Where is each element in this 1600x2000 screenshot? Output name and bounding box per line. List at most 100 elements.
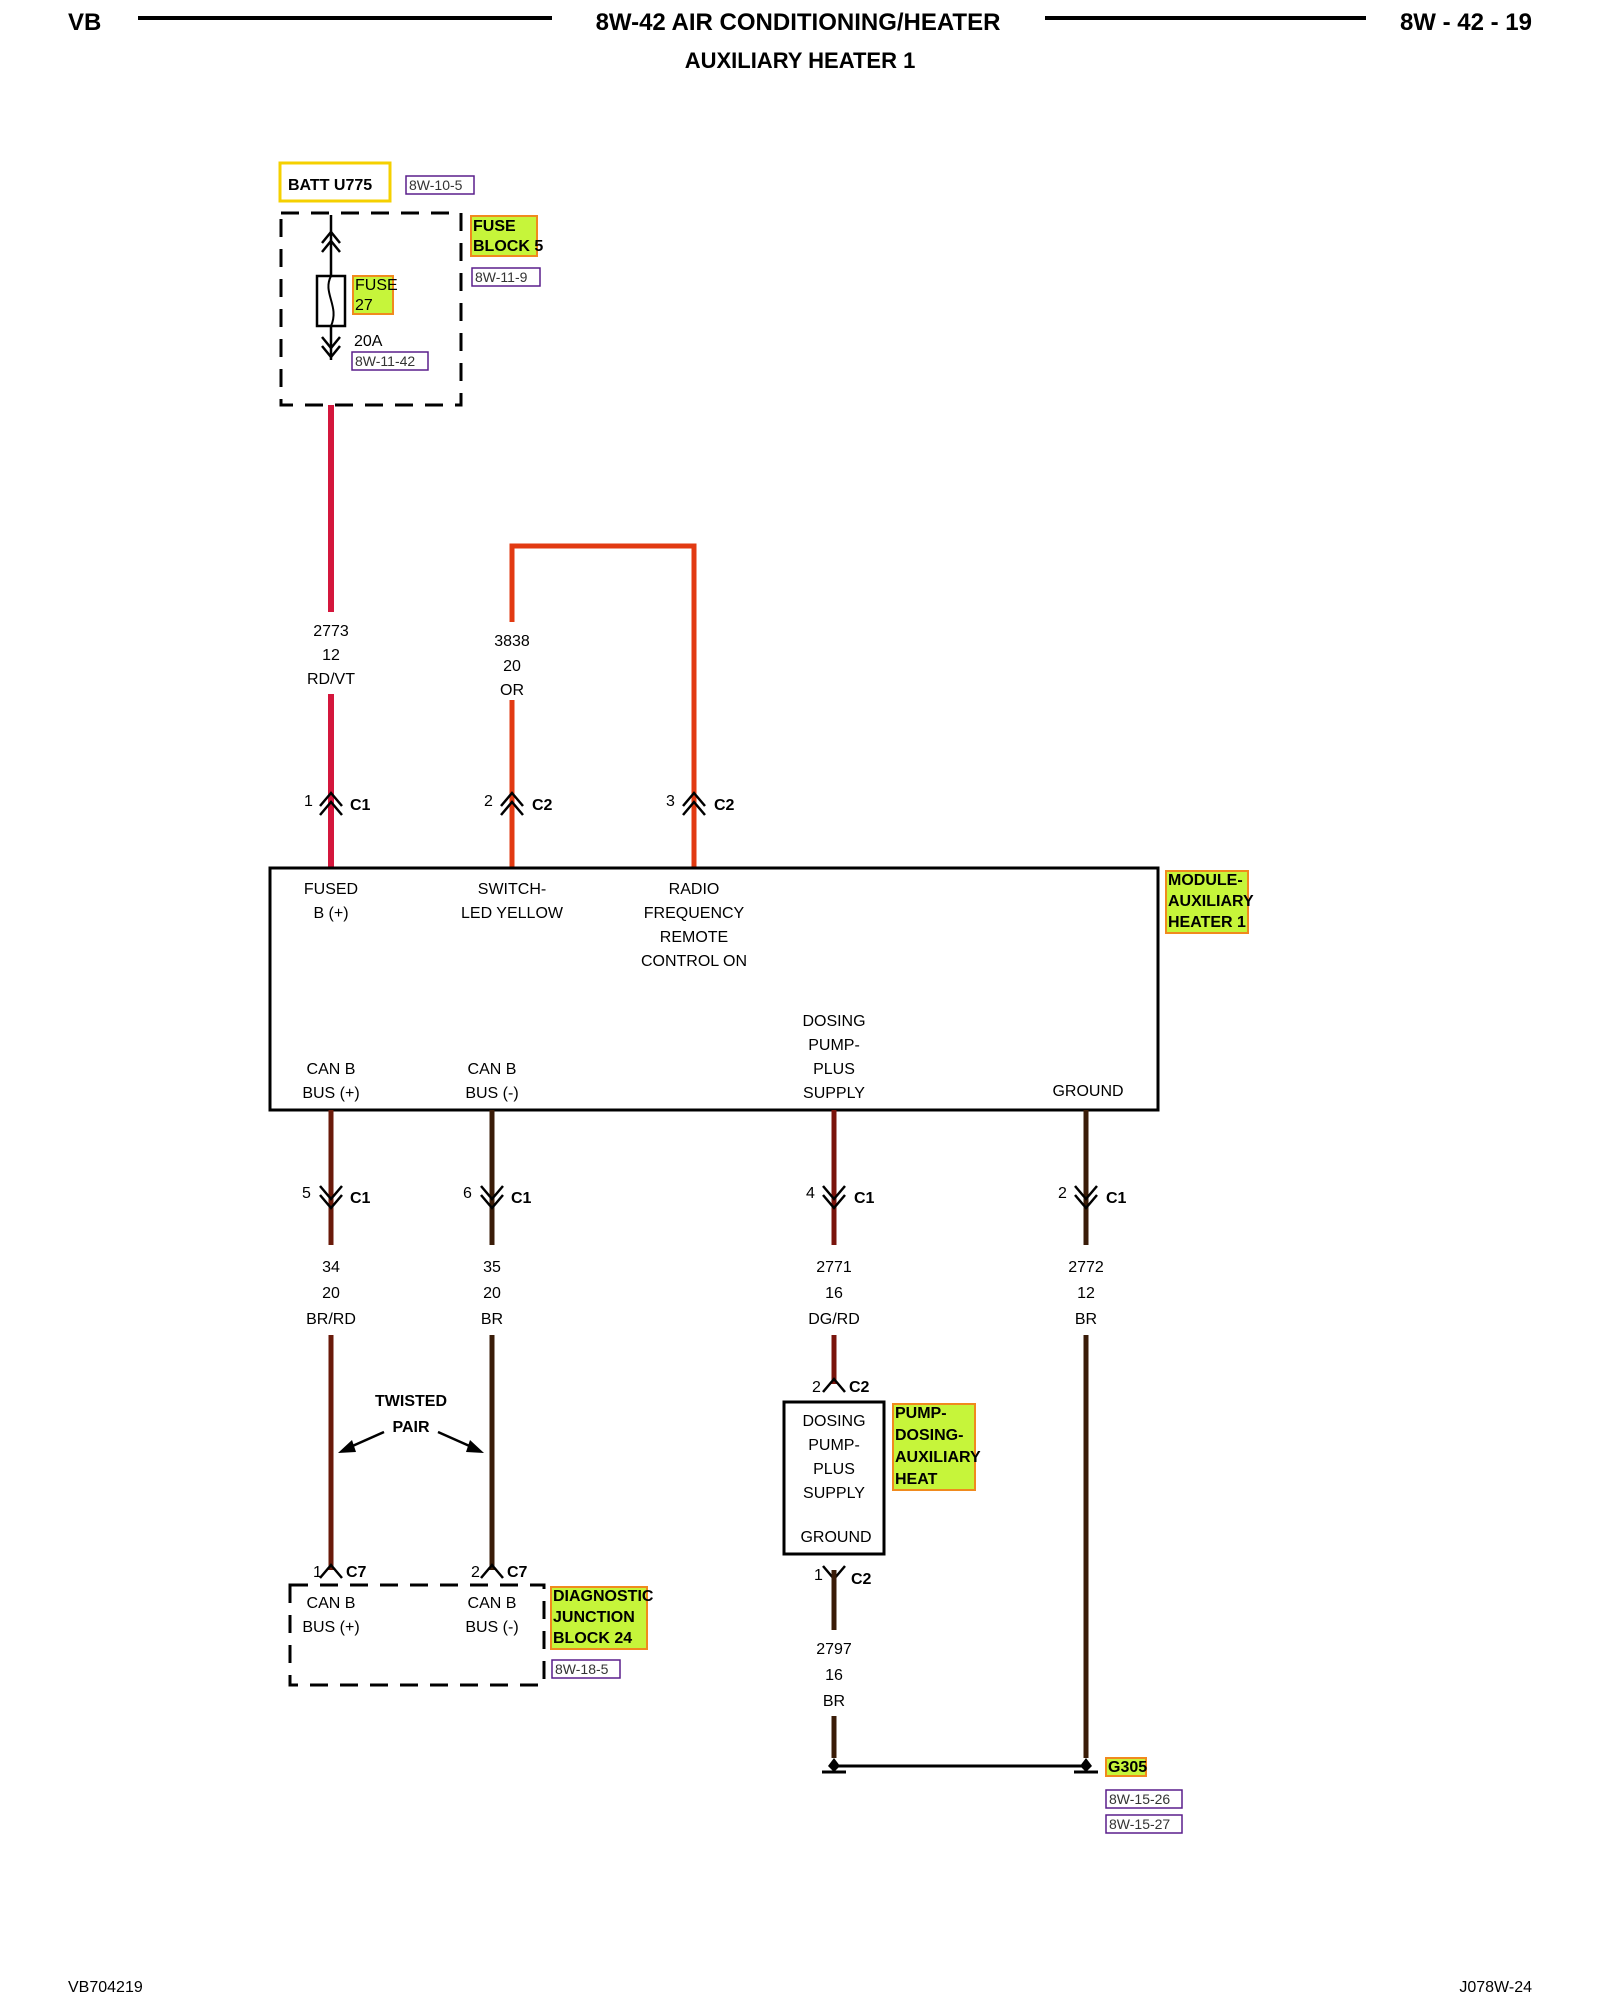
pump-name-3: AUXILIARY: [895, 1449, 981, 1466]
conn-top-1-icon: [319, 791, 343, 807]
pump-name-4: HEAT: [895, 1471, 938, 1488]
fuse-element-icon: [327, 275, 335, 327]
conn-bot-6-icon-b: [480, 1194, 504, 1210]
module-pin-fused-2: B (+): [313, 905, 348, 922]
wire-2772-gauge: 12: [1077, 1285, 1095, 1302]
conn-top-1-pin: 1: [304, 793, 313, 810]
module-pin-switch-1: SWITCH-: [478, 881, 546, 898]
fuse-terminal-top-1: [321, 230, 341, 244]
djb-name-3: BLOCK 24: [553, 1630, 632, 1647]
conn-pump-1-pin: 1: [814, 1567, 823, 1584]
fuse-terminal-bot-2: [321, 345, 341, 359]
wire-2771-circuit: 2771: [816, 1259, 852, 1276]
twisted-pair-arrow-left: [347, 1430, 385, 1450]
conn-pump-2-pin: 2: [812, 1379, 821, 1396]
header-subtitle: AUXILIARY HEATER 1: [685, 48, 916, 73]
module-pin-radio-4: CONTROL ON: [641, 953, 747, 970]
pump-pin-dosing-3: PLUS: [813, 1461, 855, 1478]
batt-box: [278, 161, 392, 203]
fuse-block-label-1: FUSE: [473, 218, 516, 235]
pump-name-1: PUMP-: [895, 1405, 947, 1422]
module-pin-fused-1: FUSED: [304, 881, 358, 898]
fuse-ref-box: [351, 351, 429, 371]
djb-pin-canp-1: CAN B: [307, 1595, 356, 1612]
fuse-terminal-bot-1: [321, 336, 341, 350]
twisted-pair-arrow-right: [437, 1430, 475, 1450]
wire-2797-color: BR: [823, 1693, 845, 1710]
wire-2771-color: DG/RD: [808, 1311, 860, 1328]
batt-ref-box: [405, 175, 475, 195]
fuse-block-label-2: BLOCK 5: [473, 238, 543, 255]
conn-bot-6-pin: 6: [463, 1185, 472, 1202]
conn-bot-2-icon-b: [1074, 1194, 1098, 1210]
footer-right-code: J078W-24: [1459, 1979, 1532, 1996]
conn-djb-2-icon: [480, 1563, 504, 1579]
ground-label-highlight: [1105, 1757, 1147, 1777]
djb-ref[interactable]: 8W-18-5: [555, 1661, 609, 1677]
conn-bot-4-icon-b: [822, 1194, 846, 1210]
ground-label: G305: [1108, 1759, 1147, 1776]
conn-bot-5-pin: 5: [302, 1185, 311, 1202]
conn-top-2-icon-b: [500, 800, 524, 816]
wire-34-color: BR/RD: [306, 1311, 356, 1328]
conn-bot-5-icon: [319, 1185, 343, 1201]
module-pin-canp-2: BUS (+): [302, 1085, 359, 1102]
conn-top-2-pin: 2: [484, 793, 493, 810]
twisted-pair-arrowhead-left: [338, 1440, 356, 1453]
module-name-3: HEATER 1: [1168, 914, 1246, 931]
conn-bot-6-name: C1: [511, 1190, 532, 1207]
module-pin-dosing-1: DOSING: [802, 1013, 865, 1030]
djb-pin-canm-1: CAN B: [468, 1595, 517, 1612]
conn-top-3-icon: [682, 791, 706, 807]
wire-34-gauge: 20: [322, 1285, 340, 1302]
module-pin-canp-1: CAN B: [307, 1061, 356, 1078]
footer-left-code: VB704219: [68, 1979, 143, 1996]
wire-35-circuit: 35: [483, 1259, 501, 1276]
ground-node-left-icon: [828, 1758, 840, 1772]
conn-bot-5-name: C1: [350, 1190, 371, 1207]
fuse-highlight: [352, 275, 394, 315]
ground-ref-1-box: [1105, 1789, 1183, 1809]
pump-pin-ground: GROUND: [800, 1529, 871, 1546]
conn-djb-2-name: C7: [507, 1564, 528, 1581]
conn-pump-2-icon: [822, 1377, 846, 1393]
wire-2797-circuit: 2797: [816, 1641, 852, 1658]
twisted-pair-arrowhead-right: [466, 1440, 484, 1453]
wire-2772-color: BR: [1075, 1311, 1097, 1328]
fuse-block-ref[interactable]: 8W-11-9: [475, 269, 528, 285]
fuse-block-outline: [279, 211, 463, 407]
wire-2773-gauge: 12: [322, 647, 340, 664]
header-section-code: VB: [68, 9, 101, 36]
conn-pump-2-name: C2: [849, 1379, 870, 1396]
module-name-2: AUXILIARY: [1168, 893, 1254, 910]
fuse-label-2: 27: [355, 297, 373, 314]
batt-ref[interactable]: 8W-10-5: [409, 177, 463, 193]
conn-top-3-pin: 3: [666, 793, 675, 810]
wire-2797-gauge: 16: [825, 1667, 843, 1684]
module-pin-radio-1: RADIO: [669, 881, 720, 898]
module-pin-dosing-4: SUPPLY: [803, 1085, 865, 1102]
djb-name-2: JUNCTION: [553, 1609, 635, 1626]
fuse-ref[interactable]: 8W-11-42: [355, 353, 415, 369]
fuse-label-1: FUSE: [355, 277, 398, 294]
ground-ref-1[interactable]: 8W-15-26: [1109, 1791, 1170, 1807]
wire-2771-gauge: 16: [825, 1285, 843, 1302]
conn-top-1-icon-b: [319, 800, 343, 816]
conn-top-3-icon-b: [682, 800, 706, 816]
conn-bot-2-name: C1: [1106, 1190, 1127, 1207]
conn-bot-2-pin: 2: [1058, 1185, 1067, 1202]
module-pin-dosing-3: PLUS: [813, 1061, 855, 1078]
djb-pin-canp-2: BUS (+): [302, 1619, 359, 1636]
header-title: 8W-42 AIR CONDITIONING/HEATER: [596, 9, 1001, 36]
wire-34-circuit: 34: [322, 1259, 340, 1276]
conn-djb-1-pin: 1: [313, 1564, 322, 1581]
conn-top-3-name: C2: [714, 797, 735, 814]
wire-3838-gauge: 20: [503, 658, 521, 675]
module-name-highlight: [1165, 870, 1249, 934]
djb-name-1: DIAGNOSTIC: [553, 1588, 654, 1605]
pump-name-2: DOSING-: [895, 1427, 963, 1444]
ground-ref-2[interactable]: 8W-15-27: [1109, 1816, 1170, 1832]
conn-bot-5-icon-b: [319, 1194, 343, 1210]
conn-djb-1-name: C7: [346, 1564, 367, 1581]
